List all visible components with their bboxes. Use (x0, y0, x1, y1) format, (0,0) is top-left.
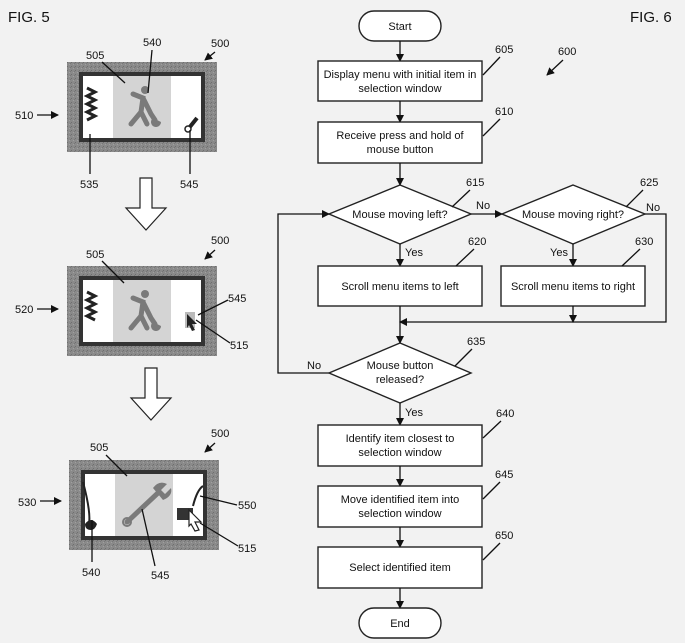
label-545: 545 (180, 179, 198, 191)
label-545: 545 (151, 570, 169, 582)
pen-item-icon (184, 116, 199, 133)
step-620 (317, 265, 483, 307)
decision-635 (327, 342, 473, 404)
decision-635-text: released? (376, 374, 424, 386)
step-640-text: selection window (358, 447, 441, 459)
ref-650: 650 (495, 530, 513, 542)
decision-615-text: Mouse moving left? (352, 209, 447, 221)
ref-645: 645 (495, 469, 513, 481)
label-545: 545 (228, 293, 246, 305)
ref-610: 610 (495, 106, 513, 118)
step-630 (500, 265, 646, 307)
device-state-520 (65, 264, 219, 358)
end-label: End (390, 618, 410, 630)
label-535: 535 (80, 179, 98, 191)
decision-625-text: Mouse moving right? (522, 209, 624, 221)
step-640-text: Identify item closest to (346, 433, 455, 445)
step-640 (317, 424, 483, 467)
step-610-text: mouse button (367, 144, 434, 156)
yes-label: Yes (405, 407, 423, 419)
cursor-icon (185, 312, 197, 331)
ref-635: 635 (467, 336, 485, 348)
device-state-530 (67, 458, 221, 552)
step-645 (317, 485, 483, 528)
step-605 (317, 60, 483, 102)
step-650-text: Select identified item (349, 562, 451, 574)
ref-605: 605 (495, 44, 513, 56)
decision-635-text: Mouse button (367, 360, 434, 372)
label-500: 500 (211, 235, 229, 247)
label-500: 500 (211, 428, 229, 440)
fig6-title: FIG. 6 (630, 9, 672, 26)
spiral-item-icon (83, 290, 99, 322)
wrench-icon (122, 482, 172, 527)
label-550: 550 (238, 500, 256, 512)
label-505: 505 (86, 50, 104, 62)
device-state-510 (65, 60, 219, 154)
step-645-text: selection window (358, 508, 441, 520)
ref-615: 615 (466, 177, 484, 189)
step-605-text: Display menu with initial item in (324, 69, 477, 81)
ref-640: 640 (496, 408, 514, 420)
cursor-icon (188, 508, 203, 532)
end-terminal (358, 607, 442, 639)
step-630-text: Scroll menu items to right (511, 281, 635, 293)
step-610 (317, 121, 483, 164)
yes-label: Yes (405, 247, 423, 259)
label-520: 520 (15, 304, 33, 316)
ref-620: 620 (468, 236, 486, 248)
transition-arrow-icon (124, 177, 168, 231)
clip-item-icon (82, 481, 97, 530)
ref-630: 630 (635, 236, 653, 248)
label-500: 500 (211, 38, 229, 50)
no-label: No (476, 200, 490, 212)
label-505: 505 (90, 442, 108, 454)
ref-625: 625 (640, 177, 658, 189)
no-label: No (646, 202, 660, 214)
label-515: 515 (230, 340, 248, 352)
label-540: 540 (82, 567, 100, 579)
step-650 (317, 546, 483, 589)
step-620-text: Scroll menu items to left (341, 281, 458, 293)
yes-label: Yes (550, 247, 568, 259)
label-515: 515 (238, 543, 256, 555)
start-label: Start (388, 21, 411, 33)
transition-arrow-icon (129, 367, 173, 421)
step-605-text: selection window (358, 83, 441, 95)
label-600: 600 (558, 46, 576, 58)
label-540: 540 (143, 37, 161, 49)
step-645-text: Move identified item into (341, 494, 460, 506)
label-510: 510 (15, 110, 33, 122)
no-label: No (307, 360, 321, 372)
label-505: 505 (86, 249, 104, 261)
spiral-item-icon (83, 86, 99, 122)
label-530: 530 (18, 497, 36, 509)
step-610-text: Receive press and hold of (336, 130, 464, 142)
fig5-title: FIG. 5 (8, 9, 50, 26)
